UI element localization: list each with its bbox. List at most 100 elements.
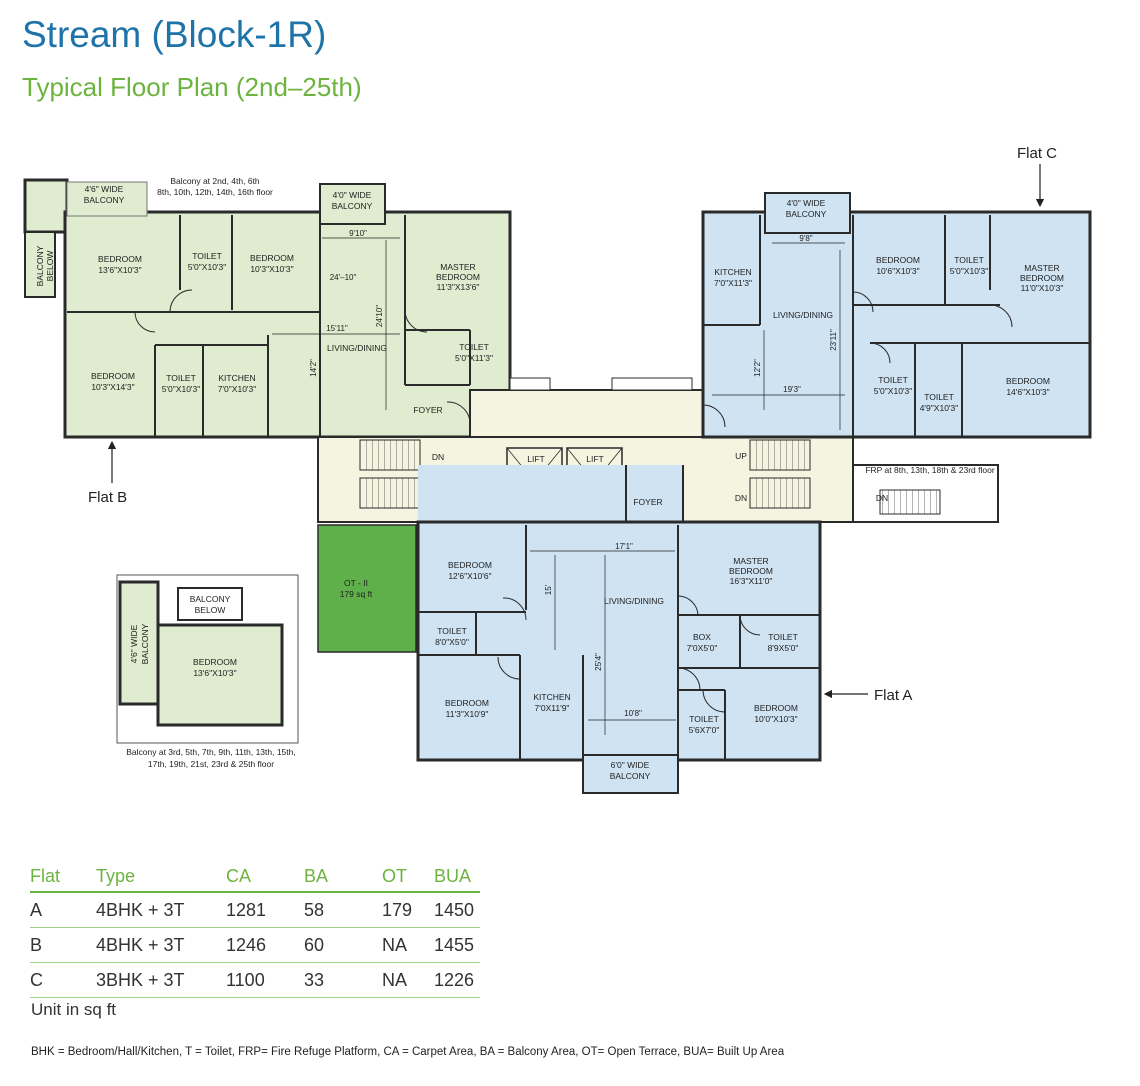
cell-ot: NA [382,962,434,998]
stair-up-right-label: UP [735,451,747,461]
cell-type: 4BHK + 3T [96,892,226,928]
page-subtitle: Typical Floor Plan (2nd–25th) [22,72,362,102]
flat-b-dim-24-10a: 24'–10" [330,273,357,282]
table-row: C 3BHK + 3T 1100 33 NA 1226 [30,962,480,998]
cell-ba: 33 [304,962,382,998]
cell-flat: A [30,892,96,928]
flat-c-dim-9-8: 9'8" [799,234,812,243]
col-header-type: Type [96,860,226,893]
area-table: Flat Type CA BA OT BUA A 4BHK + 3T 1281 … [30,860,480,998]
flat-a-living-label: LIVING/DINING [604,596,664,606]
flat-c-dim-23-11: 23'11" [829,329,838,351]
table-row: B 4BHK + 3T 1246 60 NA 1455 [30,927,480,963]
core-foyer-label: FOYER [633,497,662,507]
frp-note: FRP at 8th, 13th, 18th & 23rd floor [865,465,994,475]
flat-b-dim-9-10: 9'10" [349,229,367,238]
cell-flat: B [30,927,96,963]
table-row: A 4BHK + 3T 1281 58 179 1450 [30,892,480,928]
inset-note-line1: Balcony at 3rd, 5th, 7th, 9th, 11th, 13t… [126,747,296,757]
flat-a-dim-15: 15' [544,584,553,595]
cell-ca: 1246 [226,927,304,963]
flat-a-callout: Flat A [874,687,912,704]
cell-ba: 58 [304,892,382,928]
flat-c-callout: Flat C [1017,145,1057,162]
inset-note-line2: 17th, 19th, 21st, 23rd & 25th floor [148,759,274,769]
flat-b-callout: Flat B [88,489,127,506]
flat-c-dim-12-2: 12'2" [753,359,762,377]
cell-ot: NA [382,927,434,963]
stair-dn-left-label: DN [432,452,444,462]
cell-bua: 1455 [434,927,480,963]
unit-note: Unit in sq ft [31,1000,117,1019]
flat-c-living-label: LIVING/DINING [773,310,833,320]
flat-b-foyer-label: FOYER [413,405,442,415]
inset-balcony-wide-label: 4'6" WIDEBALCONY [129,623,150,664]
flat-b-dim-24-10b: 24'10" [375,305,384,327]
table-header-row: Flat Type CA BA OT BUA [30,860,480,893]
flat-b-balcony-note-line2: 8th, 10th, 12th, 14th, 16th floor [157,187,273,197]
cell-bua: 1226 [434,962,480,998]
flat-a-dim-17-1: 17'1" [615,542,633,551]
col-header-flat: Flat [30,860,96,893]
cell-bua: 1450 [434,892,480,928]
col-header-bua: BUA [434,860,480,893]
flat-b-balcony-below-label: BALCONYBELOW [35,245,55,286]
stair-dn-right-label: DN [735,493,747,503]
flat-c-dim-19-3: 19'3" [783,385,801,394]
cell-ca: 1100 [226,962,304,998]
abbreviation-legend: BHK = Bedroom/Hall/Kitchen, T = Toilet, … [31,1046,785,1058]
cell-type: 4BHK + 3T [96,927,226,963]
flat-b-balcony-note-line1: Balcony at 2nd, 4th, 6th [170,176,260,186]
cell-ca: 1281 [226,892,304,928]
lift-1-label: LIFT [527,454,544,464]
cell-ba: 60 [304,927,382,963]
col-header-ca: CA [226,860,304,893]
cell-type: 3BHK + 3T [96,962,226,998]
col-header-ba: BA [304,860,382,893]
flat-a-dim-25-4: 25'4" [594,653,603,671]
cell-flat: C [30,962,96,998]
cell-ot: 179 [382,892,434,928]
flat-a-dim-10-8: 10'8" [624,709,642,718]
col-header-ot: OT [382,860,434,893]
page-title: Stream (Block-1R) [22,14,327,55]
lift-2-label: LIFT [586,454,603,464]
flat-b-dim-15-11: 15'11" [326,324,348,333]
flat-b-living-label: LIVING/DINING [327,343,387,353]
flat-b-dim-14-2: 14'2" [309,359,318,377]
